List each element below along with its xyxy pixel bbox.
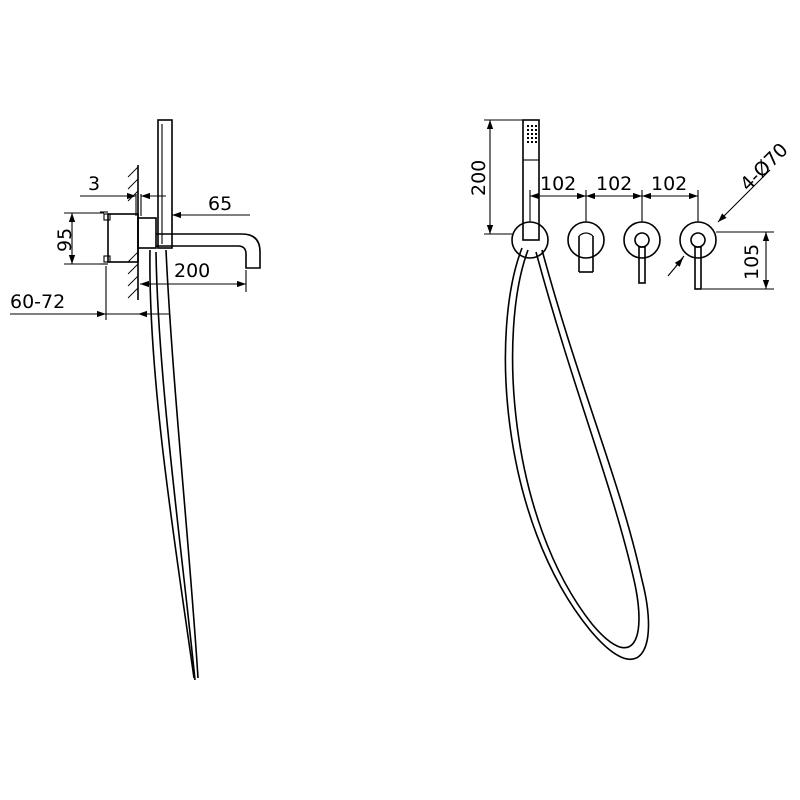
wall-plate <box>138 218 156 248</box>
dim-label-spacing-3: 102 <box>651 173 687 195</box>
dim-wall-gap: 3 <box>80 173 166 216</box>
hand-shower <box>158 120 172 248</box>
dim-handshower-offset: 65 <box>172 193 250 230</box>
dim-label-wall-depth: 60-72 <box>10 291 65 313</box>
valve-handle-2 <box>691 233 705 289</box>
rosette-valve-2 <box>680 222 716 258</box>
front-view: 200 102 102 102 4-Ø70 <box>468 120 793 659</box>
dim-label-handshower-offset: 65 <box>208 193 232 215</box>
dim-label-wall-gap: 3 <box>88 173 100 195</box>
dim-handshower-height: 200 <box>468 120 523 234</box>
dim-label-spacing-2: 102 <box>596 173 632 195</box>
concealed-valve <box>100 212 138 264</box>
dim-label-valve-height: 95 <box>54 228 76 252</box>
dim-wall-depth: 60-72 <box>10 266 170 320</box>
side-view: 3 65 95 200 60-72 <box>10 120 260 680</box>
dim-spacing: 102 102 102 <box>530 173 698 222</box>
rosette-spout <box>568 222 604 258</box>
spray-nozzles <box>527 125 537 143</box>
dim-label-spacing-1: 102 <box>540 173 576 195</box>
dim-label-handle-height: 105 <box>741 244 763 280</box>
dim-valve-height: 95 <box>54 213 104 264</box>
wall-section <box>128 165 138 300</box>
dim-handle-height: 105 <box>702 232 774 289</box>
dim-label-handshower-height: 200 <box>468 160 490 196</box>
dim-label-spout-length: 200 <box>174 260 210 282</box>
front-shower-hose <box>505 248 648 659</box>
front-spout <box>579 233 593 272</box>
dim-label-rosette-diameter: 4-Ø70 <box>736 139 793 196</box>
dim-rosette-diameter: 4-Ø70 <box>668 139 793 276</box>
rosette-valve-1 <box>624 222 660 258</box>
